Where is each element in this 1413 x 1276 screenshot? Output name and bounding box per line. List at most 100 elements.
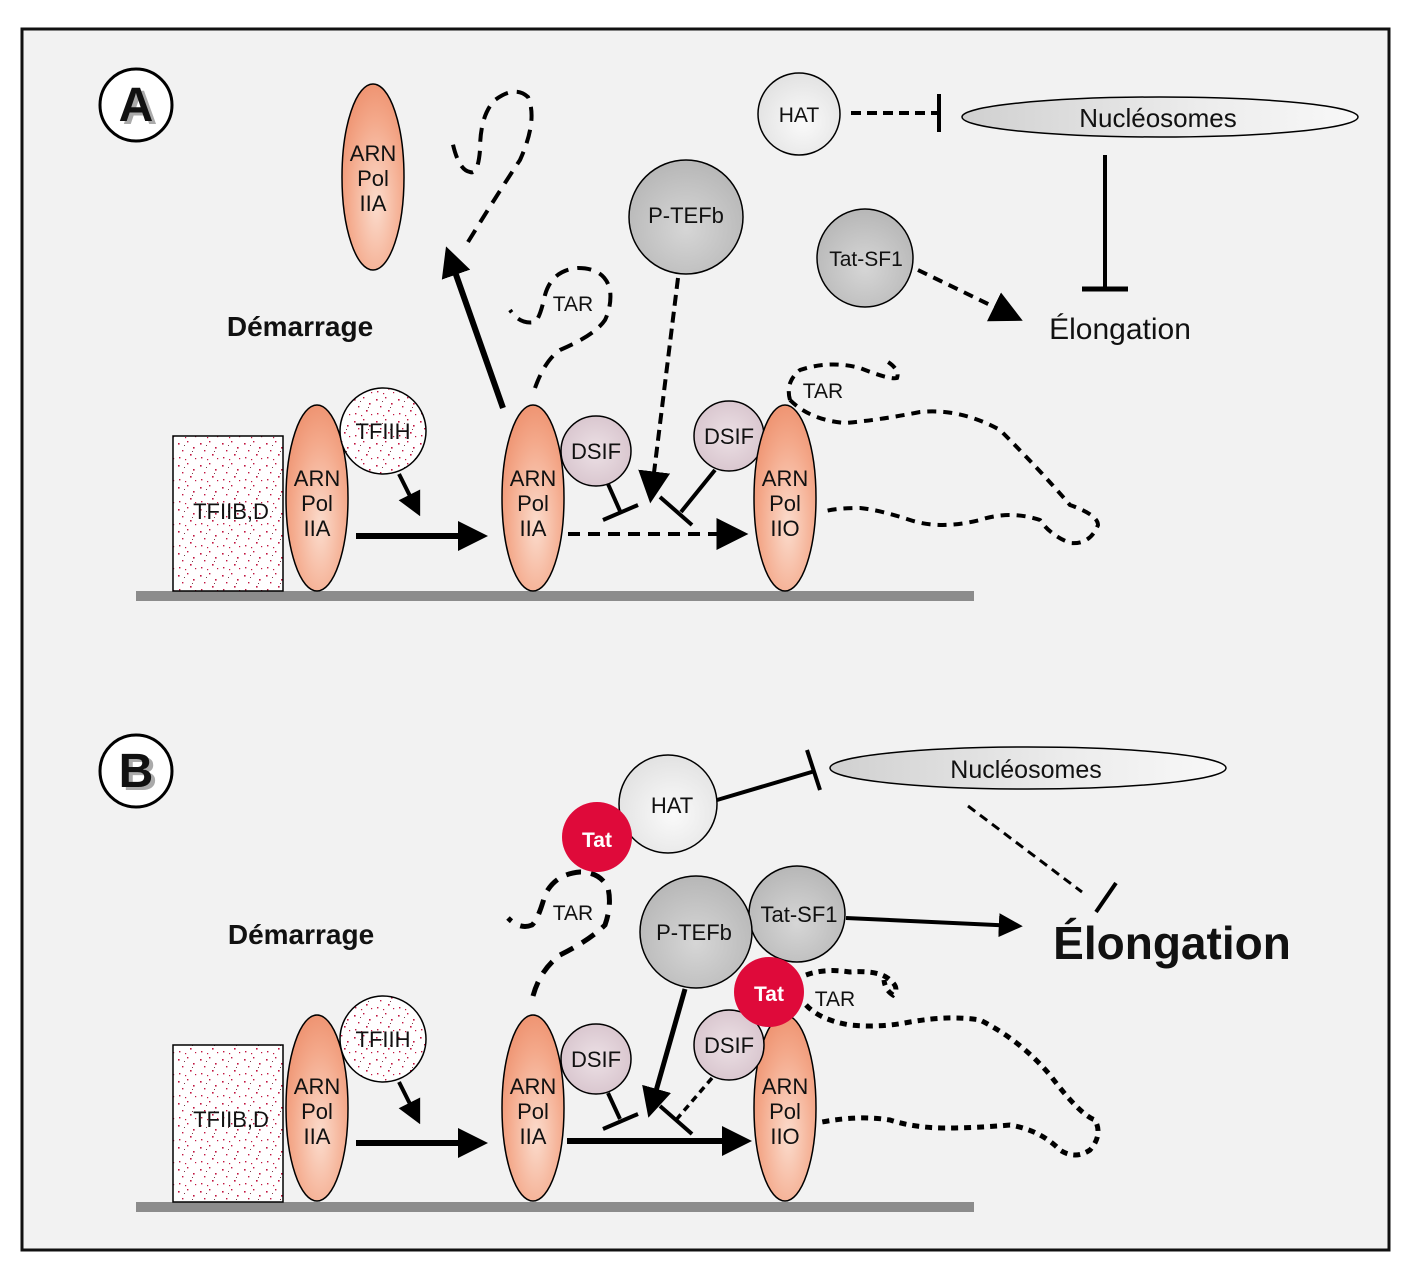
tat-circle-2-b bbox=[734, 957, 804, 1027]
dsif-1-inhibit-b bbox=[606, 1092, 622, 1120]
release-arrow-a bbox=[441, 246, 506, 409]
dsif-2-inhibit-bar-a bbox=[658, 495, 694, 527]
pol-elongating-a-line3: IIO bbox=[770, 516, 799, 541]
pol-initial-a-line1: ARN bbox=[294, 466, 340, 491]
tfiib-d-label-b: TFIIB,D bbox=[193, 1107, 269, 1132]
pol-released-a bbox=[341, 83, 405, 271]
dsif-1-inhibit-a bbox=[606, 483, 622, 512]
hat-circle-a bbox=[757, 72, 841, 156]
released-rna-a bbox=[450, 89, 534, 244]
dsif-2-inhibit-bar-b bbox=[658, 1104, 694, 1136]
tat-sf1-circle-a bbox=[816, 208, 914, 308]
tat-sf1-label-a: Tat-SF1 bbox=[829, 248, 903, 271]
start-label-a: Démarrage bbox=[227, 311, 373, 342]
tat-sf1-arrow-b bbox=[845, 913, 1023, 938]
tat-label-2-b: Tat bbox=[754, 983, 784, 1006]
tfiih-arrow-a bbox=[397, 473, 421, 517]
ptefb-arrow-a bbox=[638, 277, 680, 504]
tat-circle-1-b bbox=[562, 802, 632, 872]
panel-a-badge: A A bbox=[98, 67, 174, 143]
hat-circle-b bbox=[618, 754, 718, 854]
tar-loop-2-b bbox=[804, 968, 1101, 1158]
ptefb-label-a: P-TEFb bbox=[648, 203, 724, 228]
elongation-label-b: Élongation bbox=[1053, 917, 1291, 969]
panel-b: B B TFIIB,D ARN Pol IIA TFIIH Démarrage … bbox=[98, 733, 1291, 1212]
dsif-1-inhibit-bar-a bbox=[602, 503, 639, 522]
pol-paused-a-line3: IIA bbox=[520, 516, 547, 541]
tfiih-label-a: TFIIH bbox=[356, 419, 411, 444]
tat-sf1-arrow-a bbox=[917, 268, 1023, 322]
svg-text:A: A bbox=[123, 82, 158, 135]
dsif-2-b bbox=[693, 1009, 765, 1081]
tfiib-d-label-a: TFIIB,D bbox=[193, 499, 269, 524]
panel-b-badge: B B bbox=[98, 733, 174, 809]
hat-inhibit-b bbox=[716, 769, 816, 802]
panel-a-letter: A bbox=[119, 79, 154, 132]
tfiih-circle-b bbox=[339, 995, 427, 1083]
pol-initial-a-line2: Pol bbox=[301, 491, 333, 516]
nucleosomes-label-b: Nucléosomes bbox=[950, 756, 1101, 784]
hat-label-b: HAT bbox=[651, 793, 693, 818]
dsif-2-b-label: DSIF bbox=[704, 1033, 754, 1058]
dsif-2-inhibit-b bbox=[674, 1076, 714, 1122]
tar-loop-2-a bbox=[786, 360, 1101, 546]
dsif-1-inhibit-bar-b bbox=[602, 1112, 639, 1131]
svg-text:B: B bbox=[123, 748, 158, 801]
tfiih-label-b: TFIIH bbox=[356, 1027, 411, 1052]
dsif-1-b-label: DSIF bbox=[571, 1047, 621, 1072]
tar-label-2-b: TAR bbox=[815, 988, 855, 1011]
pol-released-a-line1: ARN bbox=[350, 141, 396, 166]
ptefb-circle-a bbox=[628, 159, 744, 275]
pol-released-a-line2: Pol bbox=[357, 166, 389, 191]
nucleosomes-label-a: Nucléosomes bbox=[1079, 103, 1237, 133]
pol-initial-a-line3: IIA bbox=[304, 516, 331, 541]
elongation-label-a: Élongation bbox=[1049, 313, 1191, 346]
pol-released-a-line3: IIA bbox=[360, 191, 387, 216]
panel-a: A A TFIIB,D ARN Pol IIA TFIIH Démarrage … bbox=[98, 67, 1359, 601]
pol-elongating-b-line2: Pol bbox=[769, 1099, 801, 1124]
pol-initial-a bbox=[285, 404, 349, 592]
pol-paused-b-line1: ARN bbox=[510, 1074, 556, 1099]
tar-label-2-a: TAR bbox=[803, 380, 843, 403]
pol-paused-b-line3: IIA bbox=[520, 1124, 547, 1149]
dsif-1-a bbox=[560, 415, 632, 487]
tfiib-d-box-b bbox=[172, 1044, 284, 1203]
pol-paused-a-line2: Pol bbox=[517, 491, 549, 516]
nucleosome-inhibit-bar-b bbox=[1094, 881, 1118, 914]
ptefb-arrow-b bbox=[642, 988, 688, 1118]
pol-initial-b-line2: Pol bbox=[301, 1099, 333, 1124]
pol-initial-b bbox=[285, 1014, 349, 1202]
ptefb-circle-b bbox=[639, 875, 753, 989]
pol-paused-b bbox=[501, 1014, 565, 1202]
pol-elongating-a-line2: Pol bbox=[769, 491, 801, 516]
nucleosome-inhibit-b bbox=[967, 804, 1083, 894]
tfiib-d-box-a bbox=[172, 435, 284, 592]
tar-loop-1-b bbox=[506, 869, 612, 997]
nucleosomes-b bbox=[829, 746, 1227, 790]
pol-elongating-b-line1: ARN bbox=[762, 1074, 808, 1099]
tat-label-1-b: Tat bbox=[582, 829, 612, 852]
pol-elongating-a-line1: ARN bbox=[762, 466, 808, 491]
hat-inhibit-bar-b bbox=[805, 749, 822, 791]
tar-label-1-b: TAR bbox=[553, 902, 593, 925]
dsif-2-a-label: DSIF bbox=[704, 424, 754, 449]
tar-label-1-a: TAR bbox=[553, 293, 593, 316]
tfiih-arrow-b bbox=[397, 1081, 421, 1125]
pol-elongating-a bbox=[753, 404, 817, 592]
tfiih-circle-a bbox=[339, 387, 427, 475]
dna-strand-a bbox=[136, 591, 974, 601]
start-label-b: Démarrage bbox=[228, 919, 374, 950]
pol-paused-b-line2: Pol bbox=[517, 1099, 549, 1124]
dsif-2-inhibit-a bbox=[679, 468, 717, 514]
nucleosomes-a bbox=[961, 96, 1359, 138]
tat-sf1-label-b: Tat-SF1 bbox=[760, 902, 837, 927]
dna-strand-b bbox=[136, 1202, 974, 1212]
tar-loop-1-a bbox=[508, 265, 613, 389]
dsif-1-a-label: DSIF bbox=[571, 439, 621, 464]
hat-label-a: HAT bbox=[779, 104, 820, 127]
ptefb-label-b: P-TEFb bbox=[656, 920, 732, 945]
pol-elongating-b-line3: IIO bbox=[770, 1124, 799, 1149]
pol-paused-a-line1: ARN bbox=[510, 466, 556, 491]
pol-paused-a bbox=[501, 404, 565, 592]
